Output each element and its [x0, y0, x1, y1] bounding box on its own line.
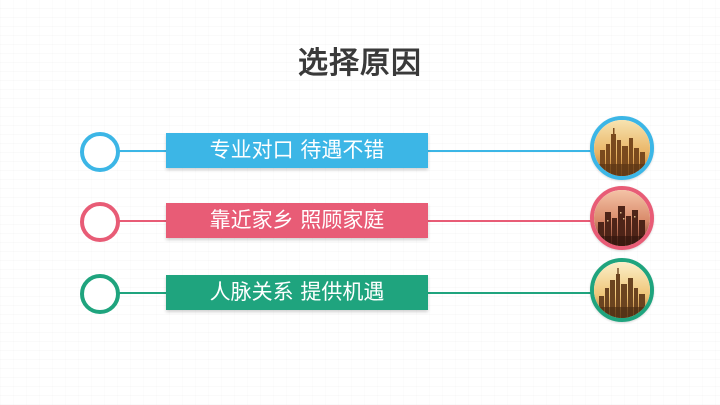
reason-label-2: 靠近家乡 照顾家庭: [166, 203, 428, 238]
circle-marker-icon: [80, 274, 120, 314]
city-skyline-icon: [590, 258, 654, 322]
reason-row-1: 专业对口 待遇不错: [0, 116, 720, 186]
reason-row-3: 人脉关系 提供机遇: [0, 258, 720, 328]
city-skyline-icon: [590, 116, 654, 180]
reason-label-1: 专业对口 待遇不错: [166, 133, 428, 168]
circle-marker-icon: [80, 132, 120, 172]
slide-title: 选择原因: [298, 46, 422, 81]
circle-marker-icon: [80, 202, 120, 242]
city-skyline-icon: [590, 186, 654, 250]
reason-label-3: 人脉关系 提供机遇: [166, 275, 428, 310]
reason-row-2: 靠近家乡 照顾家庭: [0, 186, 720, 256]
